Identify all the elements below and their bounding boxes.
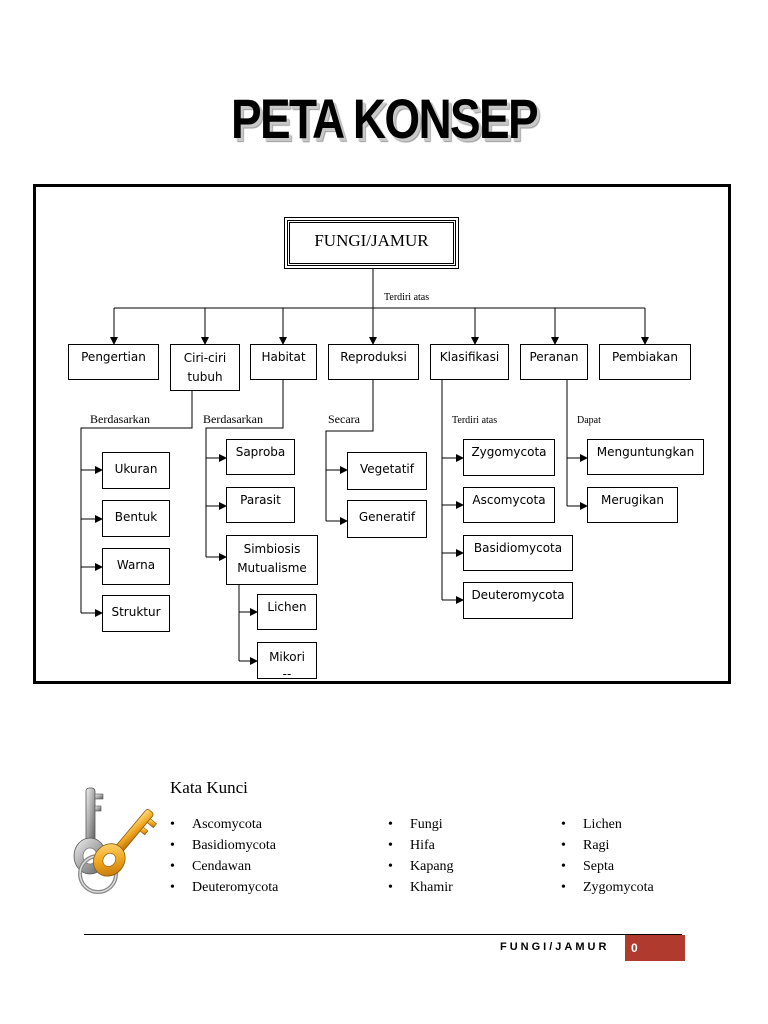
- klasifikasi-item-deuteromycota: Deuteromycota: [463, 582, 573, 619]
- ciri-item-struktur: Struktur: [102, 595, 170, 632]
- peranan-item-menguntungkan: Menguntungkan: [587, 439, 704, 475]
- simbiosis-item-lichen: Lichen: [257, 594, 317, 630]
- relation-reproduksi-label: Secara: [328, 412, 360, 426]
- ciri-item-warna: Warna: [102, 548, 170, 585]
- mikori-overflow-text: --: [282, 667, 292, 679]
- keyword-item: Deuteromycota: [170, 877, 278, 898]
- keys-icon: [73, 787, 157, 894]
- relation-peranan-label: Dapat: [577, 415, 601, 426]
- habitat-item-simbiosis: Simbiosis Mutualisme: [226, 535, 318, 585]
- keyword-item: Lichen: [561, 814, 654, 835]
- category-habitat: Habitat: [250, 344, 317, 380]
- category-peranan: Peranan: [520, 344, 588, 380]
- category-pengertian: Pengertian: [68, 344, 159, 380]
- footer-label: FUNGI/JAMUR: [500, 941, 610, 953]
- keyword-item: Ascomycota: [170, 814, 278, 835]
- keywords-column-3: Lichen Ragi Septa Zygomycota: [561, 814, 654, 898]
- ciri-item-bentuk: Bentuk: [102, 500, 170, 537]
- keyword-item: Ragi: [561, 835, 654, 856]
- relation-ciri-label: Berdasarkan: [90, 412, 150, 426]
- category-reproduksi: Reproduksi: [328, 344, 419, 380]
- mikori-label: Mikori: [269, 650, 305, 664]
- keyword-item: Khamir: [388, 877, 454, 898]
- ciri-item-ukuran: Ukuran: [102, 452, 170, 489]
- root-relation-label: Terdiri atas: [384, 292, 430, 303]
- habitat-item-parasit: Parasit: [226, 487, 295, 523]
- page-title: PETA KONSEP: [230, 87, 539, 150]
- category-klasifikasi: Klasifikasi: [430, 344, 509, 380]
- keyword-item: Septa: [561, 856, 654, 877]
- keywords-title: Kata Kunci: [170, 778, 248, 797]
- habitat-item-saproba: Saproba: [226, 439, 295, 475]
- reproduksi-item-vegetatif: Vegetatif: [347, 452, 427, 490]
- keyword-item: Cendawan: [170, 856, 278, 877]
- root-node: FUNGI/JAMUR: [284, 217, 459, 269]
- keyword-item: Fungi: [388, 814, 454, 835]
- category-ciri-ciri-tubuh: Ciri-ciri tubuh: [170, 344, 240, 391]
- category-pembiakan: Pembiakan: [599, 344, 691, 380]
- peranan-item-merugikan: Merugikan: [587, 487, 678, 523]
- page-number-badge: 0: [625, 935, 685, 961]
- keyword-item: Basidiomycota: [170, 835, 278, 856]
- keyword-item: Hifa: [388, 835, 454, 856]
- keyword-item: Kapang: [388, 856, 454, 877]
- klasifikasi-item-ascomycota: Ascomycota: [463, 487, 555, 523]
- klasifikasi-item-zygomycota: Zygomycota: [463, 439, 555, 476]
- relation-habitat-label: Berdasarkan: [203, 412, 263, 426]
- keywords-column-2: Fungi Hifa Kapang Khamir: [388, 814, 454, 898]
- keyword-item: Zygomycota: [561, 877, 654, 898]
- relation-klasifikasi-label: Terdiri atas: [452, 415, 498, 426]
- klasifikasi-item-basidiomycota: Basidiomycota: [463, 535, 573, 571]
- concept-map-frame: [33, 184, 731, 684]
- keywords-column-1: Ascomycota Basidiomycota Cendawan Deuter…: [170, 814, 278, 898]
- reproduksi-item-generatif: Generatif: [347, 500, 427, 538]
- footer-rule: [84, 934, 682, 935]
- simbiosis-item-mikori: Mikori --: [257, 642, 317, 679]
